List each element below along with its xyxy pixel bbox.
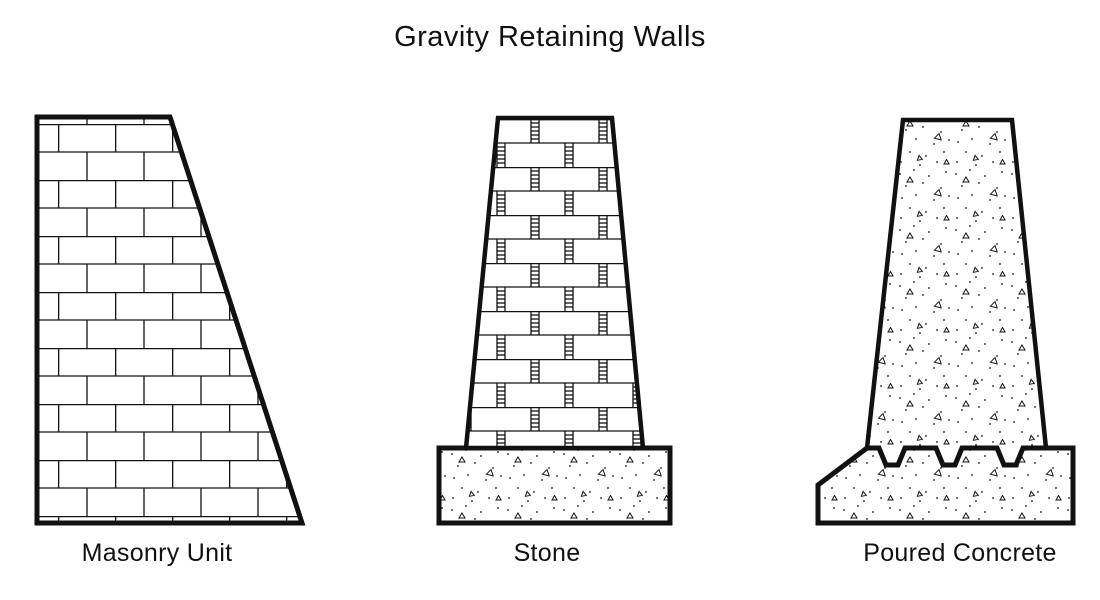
stone-footing-shape [436, 445, 673, 526]
stone-wall-shape [463, 115, 646, 451]
masonry-wall-shape [34, 114, 306, 526]
figure-label-stone: Stone [513, 539, 581, 567]
figure-label-masonry-unit: Masonry Unit [81, 539, 233, 567]
stone-figure [436, 115, 673, 526]
page-title: Gravity Retaining Walls [394, 21, 706, 53]
poured-footing-shape [815, 445, 1076, 526]
figure-label-poured-concrete: Poured Concrete [863, 539, 1057, 567]
masonry-unit-figure [34, 114, 306, 526]
poured-concrete-figure [815, 117, 1076, 526]
poured-wall-shape [864, 117, 1049, 451]
